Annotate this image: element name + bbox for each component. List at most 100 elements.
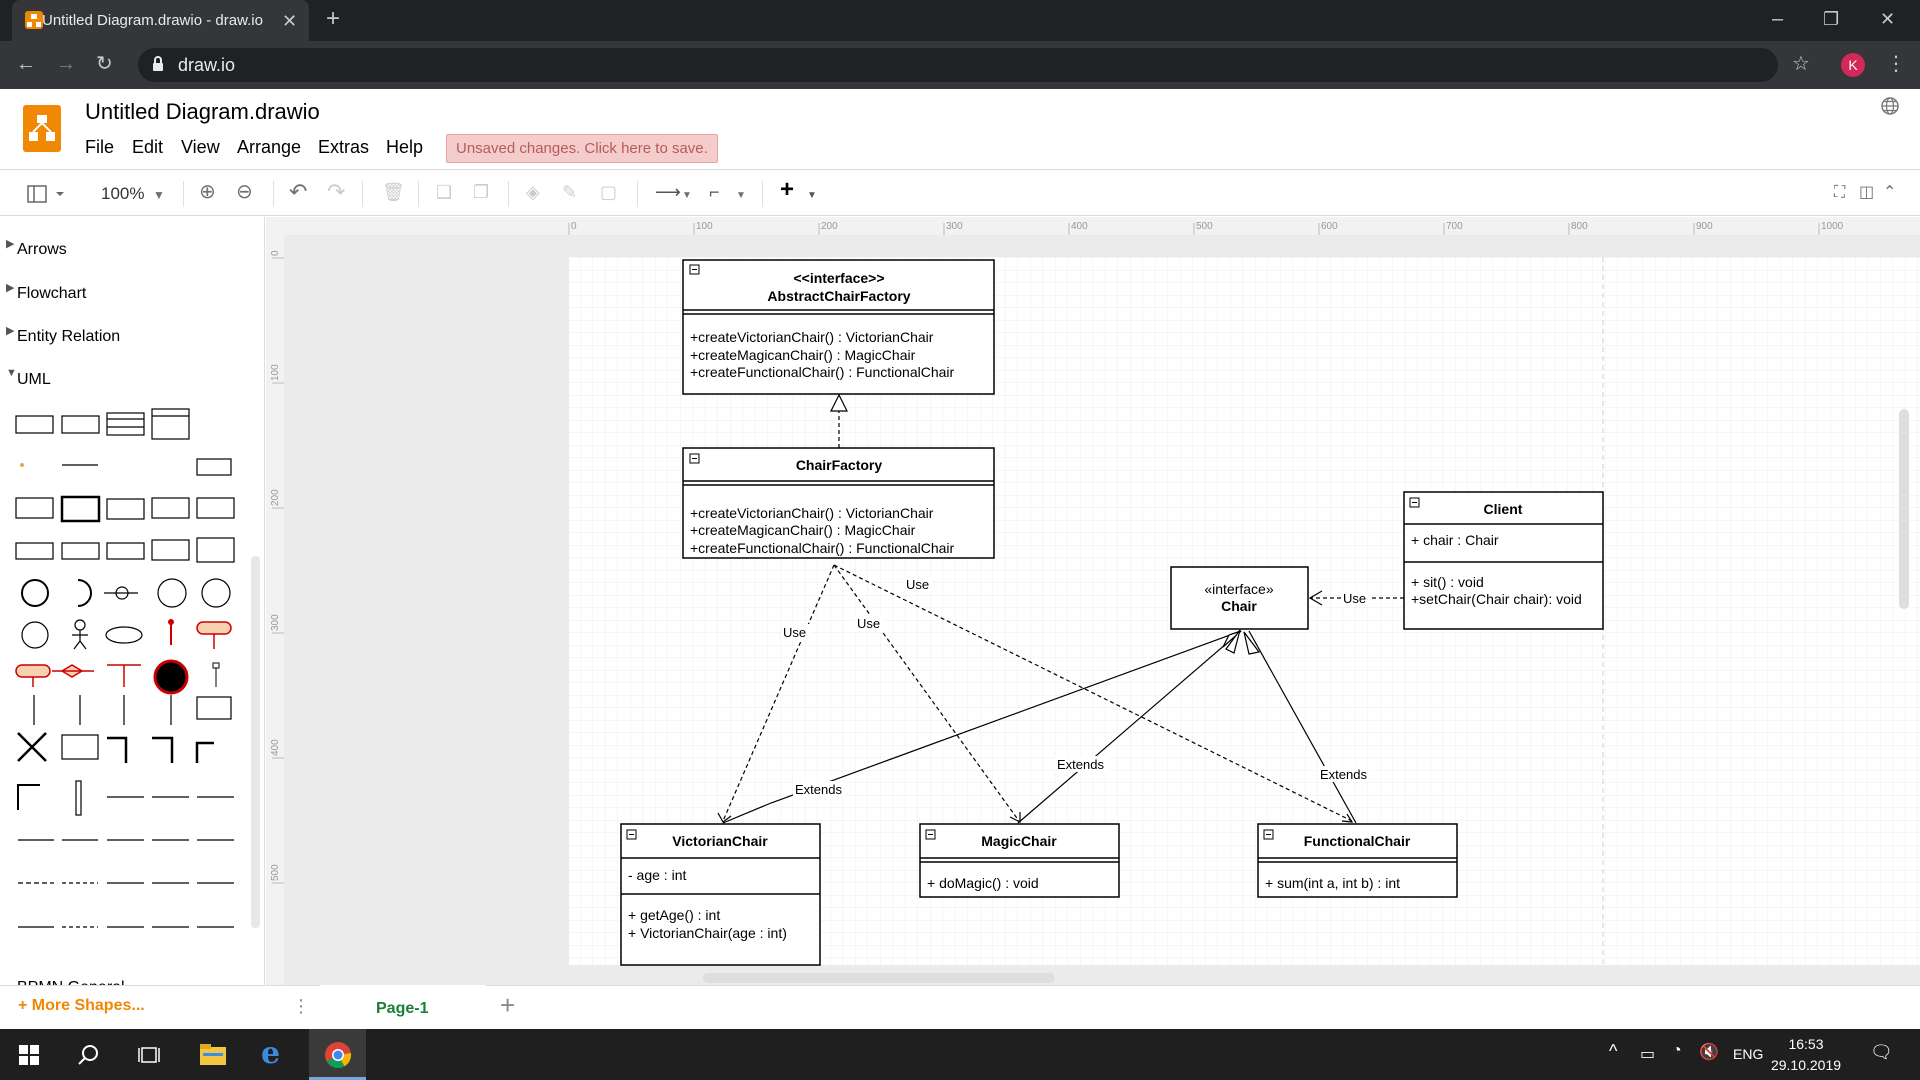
sidebar-section-flowchart[interactable]: Flowchart	[17, 285, 87, 302]
collapse-icon[interactable]: ⌃	[1883, 184, 1897, 201]
input-language[interactable]: ENG	[1733, 1046, 1764, 1062]
clock-date[interactable]: 29.10.2019	[1770, 1057, 1842, 1073]
connection-dropdown-icon[interactable]: ▼	[682, 190, 692, 201]
class-method: + doMagic() : void	[927, 875, 1039, 891]
new-tab-icon[interactable]: +	[326, 5, 341, 32]
chrome-icon[interactable]	[324, 1041, 352, 1069]
waypoints-dropdown-icon[interactable]: ▼	[736, 190, 746, 201]
collapse-toggle-icon[interactable]	[689, 453, 700, 464]
windows-start-icon[interactable]	[19, 1045, 39, 1065]
menu-help[interactable]: Help	[386, 137, 424, 157]
class-client[interactable]	[1403, 491, 1604, 630]
to-back-icon[interactable]: ❐	[473, 182, 490, 202]
chrome-menu-icon[interactable]: ⋮	[1886, 53, 1906, 75]
sidebar-section-arrows[interactable]: Arrows	[17, 241, 67, 258]
menu-view[interactable]: View	[181, 137, 220, 157]
address-bar[interactable]	[138, 48, 1778, 82]
interface-chair[interactable]	[1170, 566, 1309, 630]
line-color-icon[interactable]: ✎	[562, 182, 578, 202]
edge-use-magic[interactable]	[833, 564, 1020, 822]
search-icon[interactable]	[78, 1044, 100, 1066]
toggle-format-icon[interactable]: ◫	[1859, 184, 1875, 201]
page-tab[interactable]	[320, 985, 486, 1029]
zoom-in-icon[interactable]: ⊕	[199, 181, 216, 203]
insert-dropdown-icon[interactable]: ▼	[807, 190, 817, 201]
menu-arrange[interactable]: Arrange	[237, 137, 302, 157]
waypoints-icon[interactable]: ⌐	[709, 182, 720, 202]
edge-use-victorian[interactable]	[722, 564, 835, 822]
sidebar-scrollbar[interactable]	[251, 556, 260, 928]
collapse-toggle-icon[interactable]	[1409, 497, 1420, 508]
menu-extras[interactable]: Extras	[318, 137, 370, 157]
class-victorian-chair[interactable]	[620, 823, 821, 966]
insert-icon[interactable]: +	[780, 176, 795, 203]
class-method: + VictorianChair(age : int)	[628, 925, 787, 941]
reload-icon[interactable]: ↻	[96, 53, 113, 75]
task-view-icon[interactable]	[138, 1045, 160, 1065]
fullscreen-icon[interactable]: ⛶	[1834, 184, 1846, 201]
collapse-toggle-icon[interactable]	[626, 829, 637, 840]
edge-label-use: Use	[1343, 591, 1366, 606]
menu-file[interactable]: File	[85, 137, 115, 157]
class-method: +createMagicanChair() : MagicChair	[690, 347, 916, 363]
class-functional-chair[interactable]	[1257, 823, 1458, 898]
delete-icon[interactable]: 🗑	[382, 182, 405, 202]
edge-extends-functional[interactable]	[1248, 630, 1357, 824]
more-shapes-button[interactable]: + More Shapes...	[18, 997, 145, 1014]
profile-avatar[interactable]: K	[1841, 53, 1865, 77]
class-method: +setChair(Chair chair): void	[1411, 591, 1582, 607]
zoom-dropdown-icon[interactable]: ▼	[153, 188, 165, 202]
add-page-icon[interactable]: +	[500, 990, 516, 1020]
drawio-logo-icon[interactable]	[23, 105, 61, 152]
document-title[interactable]: Untitled Diagram.drawio	[85, 99, 320, 124]
canvas-vertical-scrollbar[interactable]	[1899, 409, 1909, 609]
browser-tab[interactable]	[12, 0, 309, 41]
restore-icon[interactable]: ❐	[1823, 9, 1840, 29]
unsaved-changes-notice[interactable]: Unsaved changes. Click here to save.	[446, 134, 718, 163]
close-tab-icon[interactable]: ✕	[282, 11, 298, 31]
class-abstract-chair-factory[interactable]	[682, 259, 995, 395]
collapse-toggle-icon[interactable]	[689, 264, 700, 275]
file-explorer-icon[interactable]	[199, 1043, 227, 1067]
back-icon[interactable]: ←	[16, 53, 36, 75]
edge-browser-icon[interactable]: e	[261, 1036, 281, 1071]
to-front-icon[interactable]: ❏	[436, 182, 453, 202]
class-magic-chair[interactable]	[919, 823, 1120, 898]
uml-shape-palette[interactable]	[14, 405, 246, 945]
edge-extends-magic[interactable]	[1017, 630, 1242, 824]
bookmark-star-icon[interactable]: ☆	[1792, 53, 1810, 75]
edge-use-functional[interactable]	[833, 564, 1353, 822]
class-chair-factory[interactable]	[682, 447, 995, 559]
undo-icon[interactable]: ↶	[289, 179, 308, 204]
notifications-icon[interactable]: 🗨	[1870, 1042, 1893, 1062]
language-globe-icon[interactable]	[1880, 96, 1900, 116]
connection-icon[interactable]: ⟶	[655, 182, 681, 202]
zoom-level[interactable]: 100%	[101, 184, 145, 203]
show-hidden-icons-icon[interactable]: ^	[1609, 1041, 1618, 1061]
zoom-out-icon[interactable]: ⊖	[236, 181, 253, 203]
volume-muted-icon[interactable]: 🔇	[1699, 1044, 1719, 1061]
fill-color-icon[interactable]: ◈	[526, 182, 540, 202]
canvas-horizontal-scrollbar[interactable]	[703, 973, 1055, 983]
open-arrowhead-icon	[717, 812, 732, 823]
collapse-toggle-icon[interactable]	[1263, 829, 1274, 840]
format-panel-icon[interactable]	[27, 185, 67, 203]
edge-extends-victorian[interactable]	[722, 630, 1242, 824]
minimize-icon[interactable]: –	[1772, 8, 1784, 30]
collapse-toggle-icon[interactable]	[925, 829, 936, 840]
class-method: +createFunctionalChair() : FunctionalCha…	[690, 540, 955, 556]
pages-menu-icon[interactable]: ⋮	[292, 996, 310, 1016]
shadow-icon[interactable]: ▢	[600, 182, 618, 202]
clock-time[interactable]: 16:53	[1788, 1036, 1824, 1052]
forward-icon[interactable]: →	[56, 53, 76, 75]
menu-edit[interactable]: Edit	[132, 137, 164, 157]
window-close-icon[interactable]: ✕	[1880, 9, 1896, 29]
wifi-icon[interactable]: ◔	[1672, 1042, 1682, 1059]
ruler-x-label: 200	[821, 221, 838, 232]
diagram-toolbar	[0, 171, 1920, 216]
sidebar-section-entity-relation[interactable]: Entity Relation	[17, 328, 121, 345]
redo-icon[interactable]: ↷	[327, 179, 346, 204]
battery-icon[interactable]: ▭	[1640, 1046, 1656, 1063]
sidebar-section-uml[interactable]: UML	[17, 371, 51, 388]
